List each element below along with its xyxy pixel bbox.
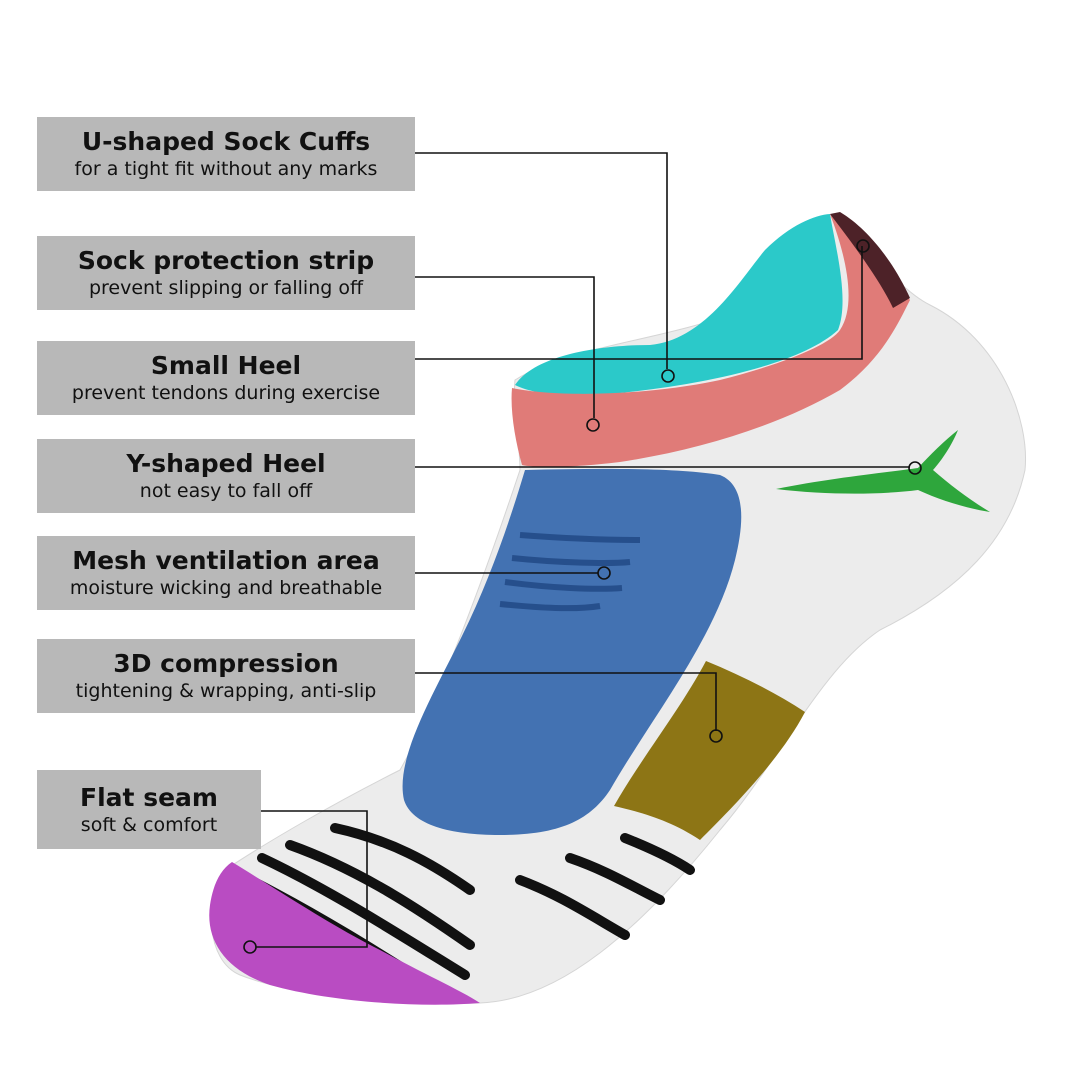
label-subtitle: not easy to fall off [139, 480, 313, 502]
label-subtitle: prevent slipping or falling off [88, 277, 364, 299]
label-3d-compression: 3D compression tightening & wrapping, an… [37, 639, 415, 713]
label-title: Y-shaped Heel [126, 449, 326, 478]
leader-line-flat-seam [256, 810, 368, 948]
label-mesh-ventilation: Mesh ventilation area moisture wicking a… [37, 536, 415, 610]
mesh-vent [504, 579, 623, 592]
marker-mesh [597, 566, 611, 580]
mesh-area [402, 468, 742, 835]
compression-panel [614, 661, 805, 840]
marker-protection [586, 418, 600, 432]
toe-cap [209, 862, 480, 1005]
y-heel [776, 430, 990, 512]
label-y-shaped-heel: Y-shaped Heel not easy to fall off [37, 439, 415, 513]
label-protection-strip: Sock protection strip prevent slipping o… [37, 236, 415, 310]
foot-stripe [257, 853, 470, 980]
label-title: Small Heel [150, 351, 302, 380]
mesh-vent [519, 532, 641, 543]
leader-line-small-heel [415, 246, 863, 360]
protection-strip [511, 214, 910, 467]
foot-stripe [620, 833, 695, 875]
marker-flat-seam [243, 940, 257, 954]
label-flat-seam: Flat seam soft & comfort [37, 770, 261, 849]
foot-stripe [330, 823, 475, 895]
label-subtitle: tightening & wrapping, anti-slip [75, 680, 377, 702]
label-subtitle: moisture wicking and breathable [69, 577, 383, 599]
label-title: Sock protection strip [77, 246, 375, 275]
label-title: U-shaped Sock Cuffs [81, 127, 371, 156]
foot-stripe [285, 840, 475, 950]
label-subtitle: soft & comfort [80, 813, 218, 836]
heel-top [830, 212, 910, 308]
leader-line-protection [415, 276, 595, 418]
label-title: Flat seam [80, 782, 218, 812]
label-u-shaped-cuffs: U-shaped Sock Cuffs for a tight fit with… [37, 117, 415, 191]
label-subtitle: prevent tendons during exercise [71, 382, 381, 404]
marker-cuffs [661, 369, 675, 383]
leader-line-cuffs [415, 152, 668, 369]
marker-y-heel [908, 461, 922, 475]
leader-line-compression [415, 672, 717, 731]
mesh-vent [511, 555, 631, 566]
label-title: 3D compression [113, 649, 339, 678]
label-subtitle: for a tight fit without any marks [74, 158, 378, 180]
label-title: Mesh ventilation area [72, 546, 380, 575]
sock-cuff [515, 214, 843, 396]
mesh-vent [499, 601, 601, 612]
marker-compression [709, 729, 723, 743]
foot-stripe [515, 875, 630, 940]
foot-stripe [565, 853, 665, 905]
label-small-heel: Small Heel prevent tendons during exerci… [37, 341, 415, 415]
marker-small-heel [856, 239, 870, 253]
